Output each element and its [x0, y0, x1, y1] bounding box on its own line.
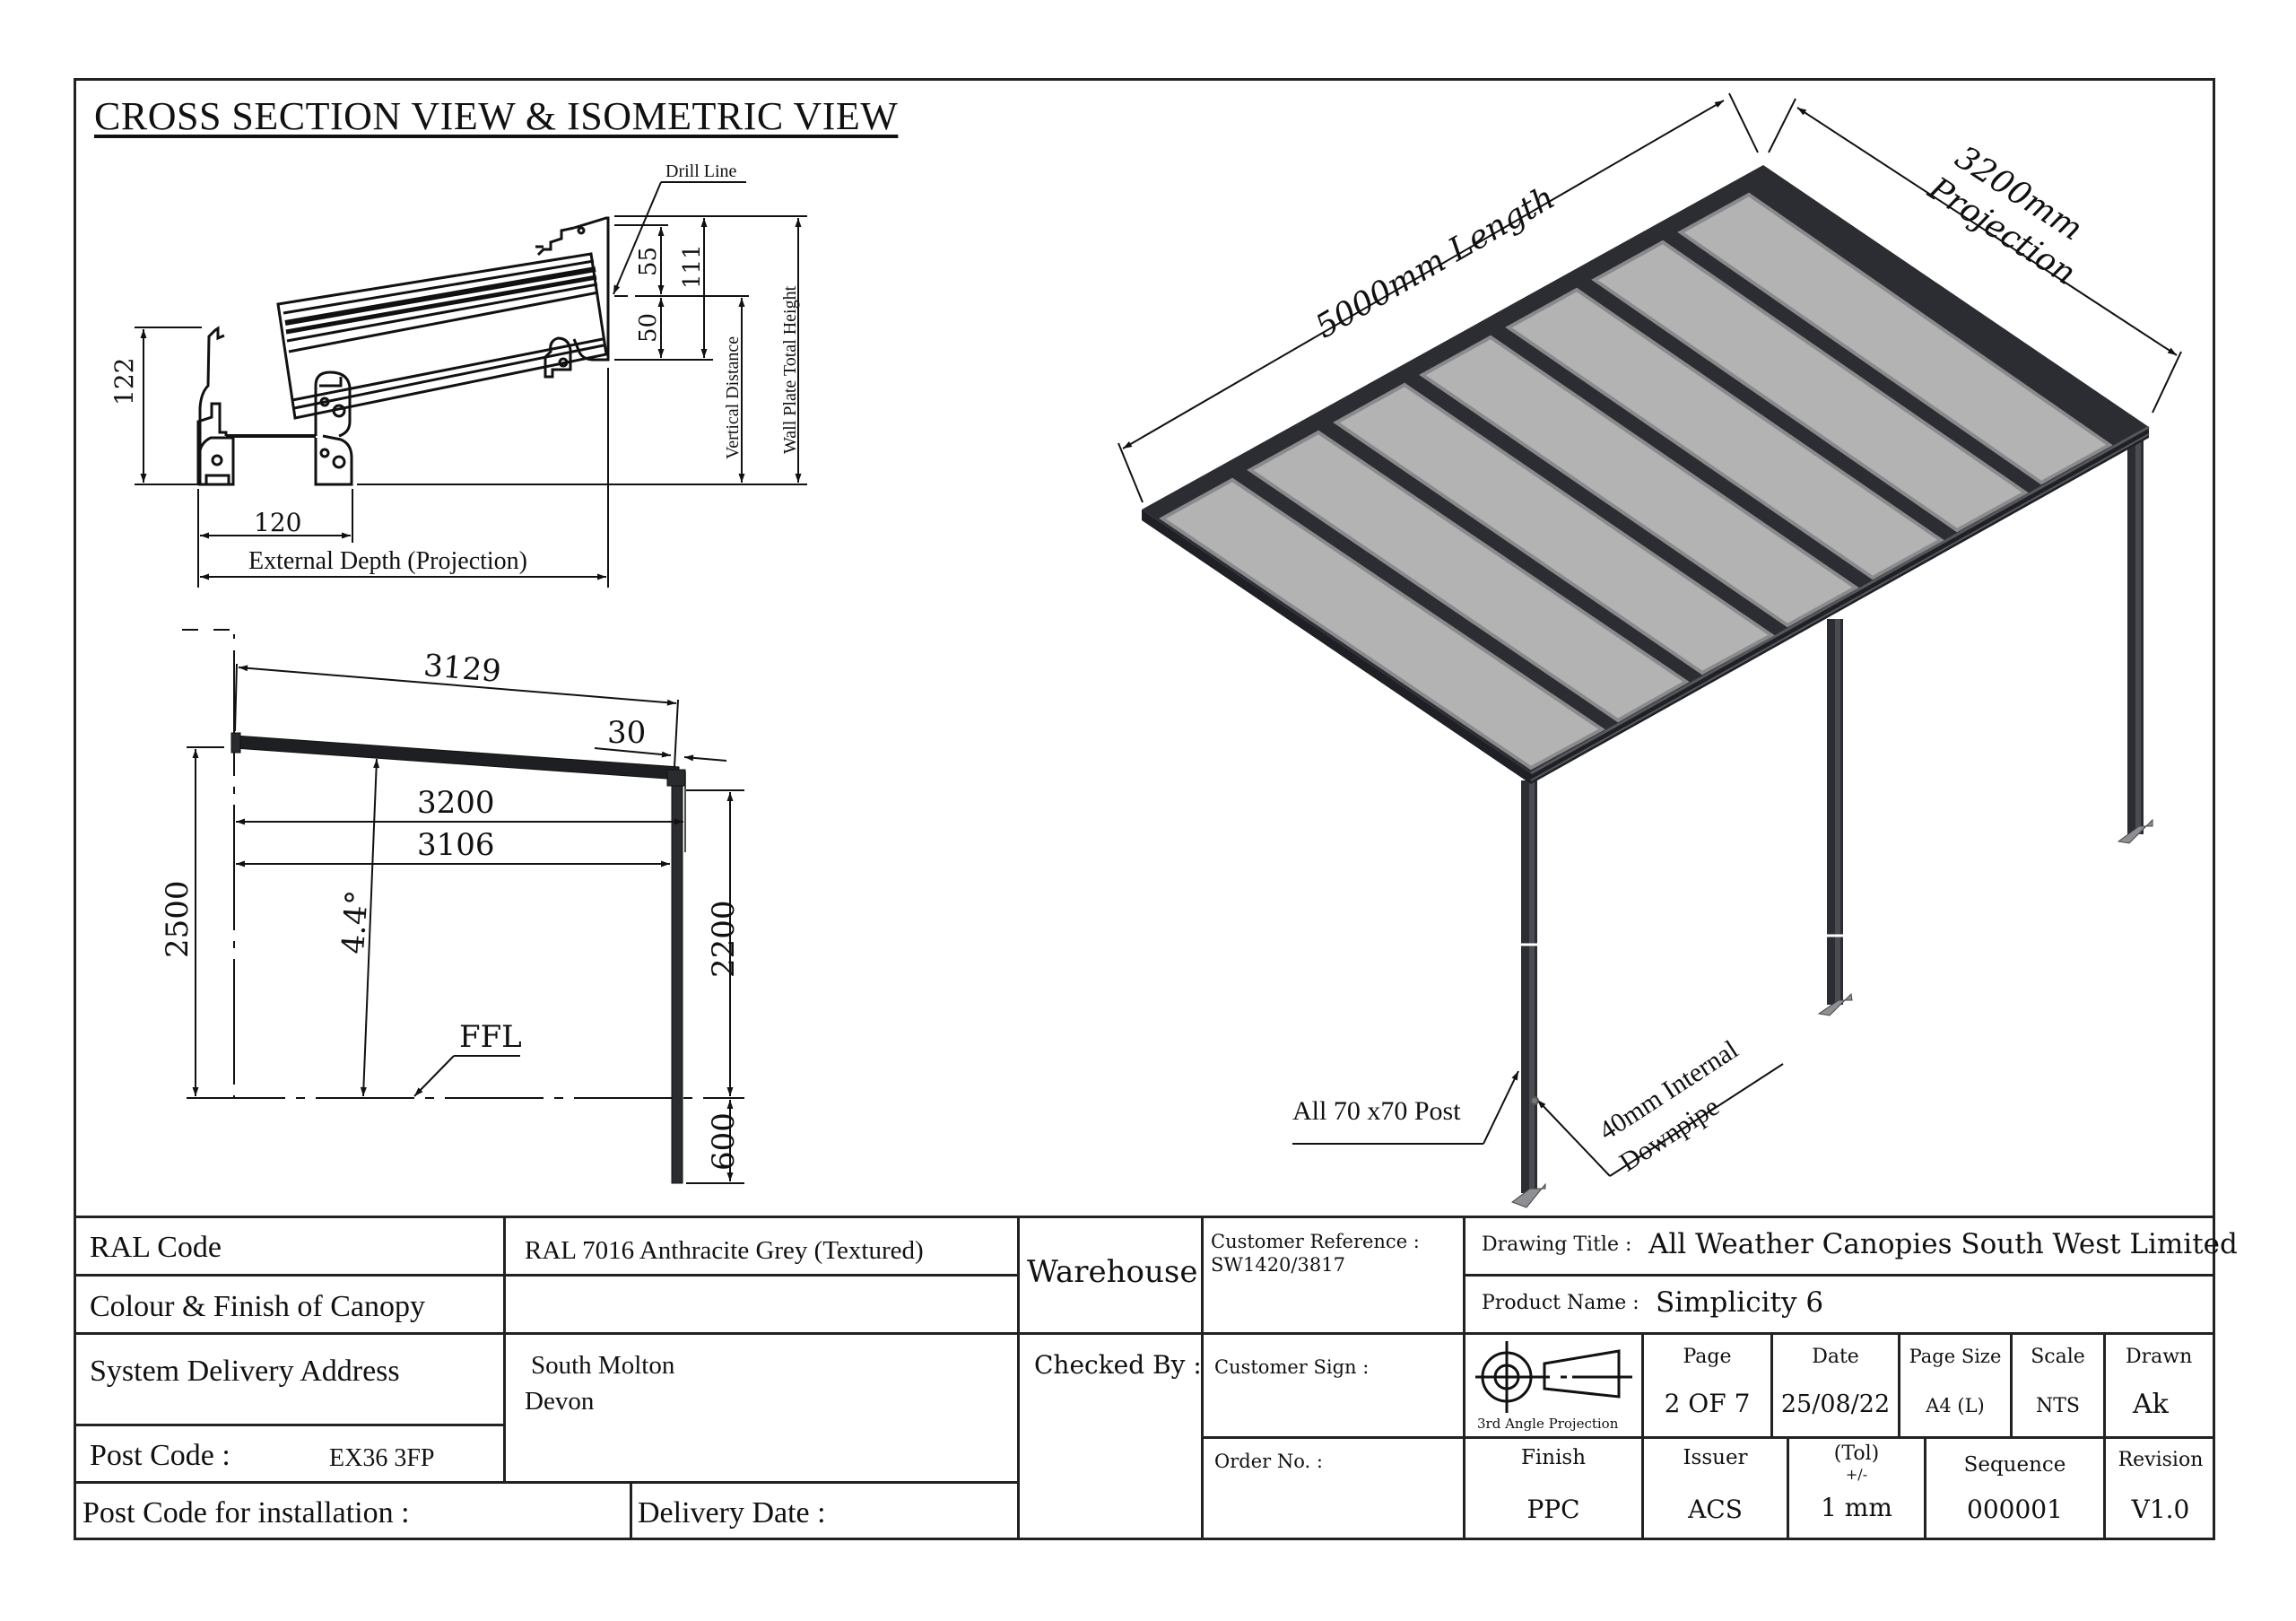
drawn-value: Ak [2133, 1389, 2169, 1420]
install-post-code-label: Post Code for installation : [83, 1496, 410, 1529]
isometric-view [1118, 92, 2182, 1208]
page-size-label: Page Size [1909, 1346, 2002, 1367]
dim-3106-label: 3106 [417, 827, 495, 863]
post [671, 785, 683, 1184]
tolerance-value: 1 mm [1821, 1493, 1892, 1522]
page-value: 2 OF 7 [1664, 1389, 1751, 1418]
issuer-label: Issuer [1683, 1446, 1748, 1469]
issuer-value: ACS [1688, 1495, 1743, 1524]
delivery-address-label: System Delivery Address [90, 1355, 400, 1388]
projection-caption: 3rd Angle Projection [1477, 1416, 1619, 1432]
customer-sign-label: Customer Sign : [1214, 1356, 1370, 1378]
warehouse-label: Warehouse [1027, 1254, 1198, 1290]
post-middle [1817, 619, 1853, 1016]
order-no-label: Order No. : [1214, 1451, 1323, 1472]
colour-finish-label: Colour & Finish of Canopy [90, 1290, 426, 1323]
dim-50-label: 50 [635, 312, 662, 343]
vertical-distance-label: Vertical Distance [723, 336, 743, 459]
scale-value: NTS [2036, 1395, 2080, 1417]
wall-plate-total-height-label: Wall Plate Total Height [780, 285, 800, 454]
post-size-label: All 70 x70 Post [1292, 1096, 1461, 1126]
glazing-panels [1159, 192, 2113, 771]
sequence-value: 000001 [1967, 1495, 2063, 1524]
cross-section-detail [135, 181, 807, 588]
sequence-label: Sequence [1963, 1453, 2066, 1477]
post-code-label: Post Code : [90, 1439, 230, 1472]
page-size-value: A4 (L) [1926, 1395, 1985, 1416]
wall-plate-profile [535, 216, 610, 379]
dim-2500-label: 2500 [160, 880, 196, 958]
drawing-title-label: Drawing Title : [1482, 1233, 1632, 1256]
ral-code-label: RAL Code [90, 1231, 222, 1264]
dim-600-label: 600 [706, 1112, 742, 1171]
delivery-address-line1: South Molton [531, 1351, 675, 1380]
post-right [2117, 431, 2153, 844]
finish-value: PPC [1526, 1495, 1580, 1524]
revision-value: V1.0 [2131, 1495, 2190, 1524]
drill-line-leader [613, 181, 746, 295]
ffl-label: FFL [459, 1019, 522, 1055]
product-name-label: Product Name : [1482, 1292, 1639, 1314]
dim-30-label: 30 [607, 715, 647, 751]
dim-3129-label: 3129 [422, 648, 503, 690]
external-depth-label: External Depth (Projection) [248, 547, 528, 575]
delivery-date-label: Delivery Date : [638, 1496, 826, 1529]
tolerance-sub-label: +/- [1845, 1466, 1868, 1483]
gutter-profile [196, 326, 353, 486]
dim-3200-label: 3200 [417, 785, 495, 821]
dim-gutter-height [135, 327, 202, 485]
ral-code-value: RAL 7016 Anthracite Grey (Textured) [525, 1236, 924, 1265]
dim-111-label: 111 [679, 244, 706, 289]
customer-reference-value: SW1420/3817 [1211, 1254, 1345, 1276]
post-front [1510, 780, 1546, 1208]
post-code-value: EX36 3FP [329, 1444, 435, 1472]
delivery-address-line2: Devon [525, 1387, 595, 1416]
product-name-value: Simplicity 6 [1656, 1286, 1824, 1319]
dim-122-label: 122 [109, 357, 139, 405]
dim-120-label: 120 [254, 508, 302, 537]
page-title: CROSS SECTION VIEW & ISOMETRIC VIEW [94, 94, 899, 138]
date-label: Date [1812, 1346, 1859, 1368]
tolerance-label: (Tol) [1833, 1442, 1880, 1465]
drawing-sheet-border [74, 78, 2215, 1540]
drawing-title-value: All Weather Canopies South West Limited [1648, 1228, 2238, 1260]
third-angle-projection-icon [1475, 1341, 1632, 1413]
pitch-angle-label: 4.4° [335, 889, 376, 955]
drawn-label: Drawn [2126, 1346, 2193, 1368]
dim-2200-label: 2200 [706, 900, 742, 978]
scale-label: Scale [2031, 1346, 2085, 1368]
customer-reference-label: Customer Reference : [1211, 1231, 1420, 1252]
roof-panel-profile [276, 252, 608, 420]
page-label: Page [1683, 1346, 1732, 1368]
date-value: 25/08/22 [1780, 1390, 1891, 1418]
revision-label: Revision [2118, 1449, 2204, 1471]
side-elevation [182, 629, 744, 1184]
dim-55-label: 55 [635, 246, 662, 276]
finish-label: Finish [1520, 1446, 1587, 1469]
drill-line-label: Drill Line [665, 161, 737, 181]
checked-by-label: Checked By : [1034, 1350, 1202, 1380]
